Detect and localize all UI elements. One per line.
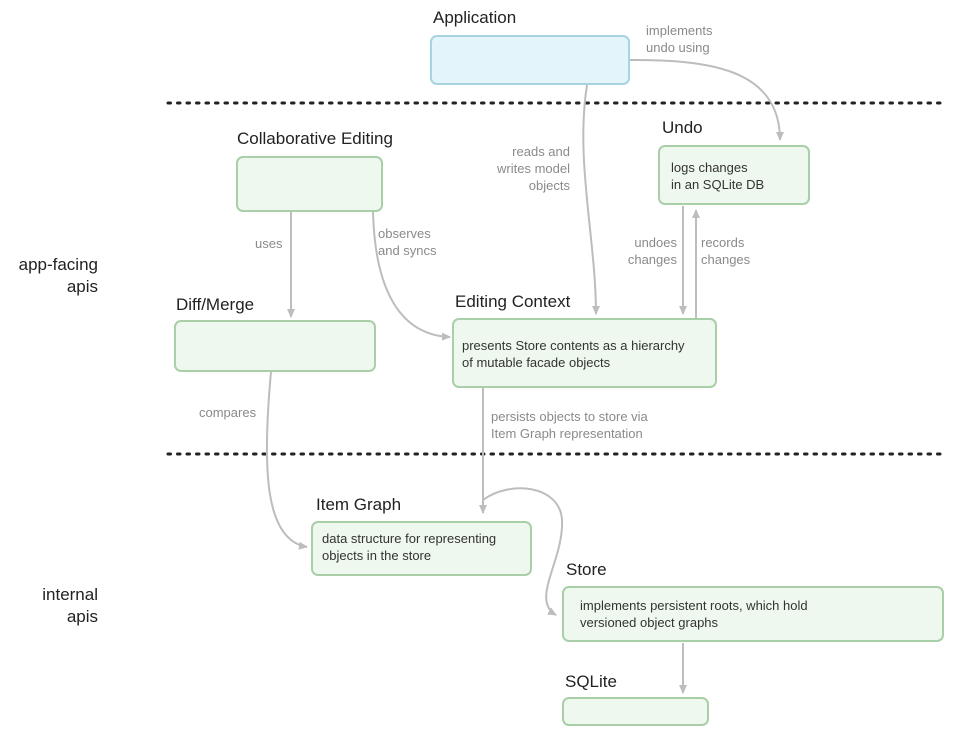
undo-text: logs changes in an SQLite DB [671,160,765,192]
label-implements-undo: implements undo using [646,23,713,55]
diffmerge-box[interactable] [174,320,376,372]
application-box[interactable] [430,35,630,85]
sqlite-box[interactable] [562,697,709,726]
collab-box[interactable] [236,156,383,212]
edge-application-undo [629,59,784,141]
diffmerge-title: Diff/Merge [176,295,255,314]
label-undoes: undoes changes [627,235,677,267]
itemgraph-box[interactable]: data structure for representing objects … [311,521,532,576]
editing-text: presents Store contents as a hierarchy o… [462,338,685,370]
label-reads-writes: reads and writes model objects [497,144,570,193]
collab-title: Collaborative Editing [237,129,393,148]
edge-diffmerge-itemgraph [265,371,308,550]
itemgraph-text: data structure for representing objects … [322,531,497,563]
label-records: records changes [701,235,751,267]
store-box[interactable]: implements persistent roots, which hold … [562,586,944,642]
undo-box[interactable]: logs changes in an SQLite DB [658,145,810,205]
store-text: implements persistent roots, which hold … [580,598,808,630]
layer-label-app-facing: app-facing apis [18,255,98,296]
store-title: Store [566,560,607,579]
itemgraph-title: Item Graph [316,495,402,514]
edge-itemgraph-store [482,487,564,616]
sqlite-title: SQLite [565,672,617,691]
edge-application-editing [582,84,600,315]
undo-title: Undo [662,118,703,137]
label-uses: uses [255,236,283,251]
application-title: Application [433,8,517,27]
label-compares: compares [199,405,257,420]
label-persists: persists objects to store via Item Graph… [491,409,648,441]
editing-title: Editing Context [455,292,571,311]
layer-label-internal: internal apis [42,585,98,626]
editing-box[interactable]: presents Store contents as a hierarchy o… [452,318,717,388]
edge-collab-editing [372,211,451,341]
label-observes: observes and syncs [378,226,437,258]
